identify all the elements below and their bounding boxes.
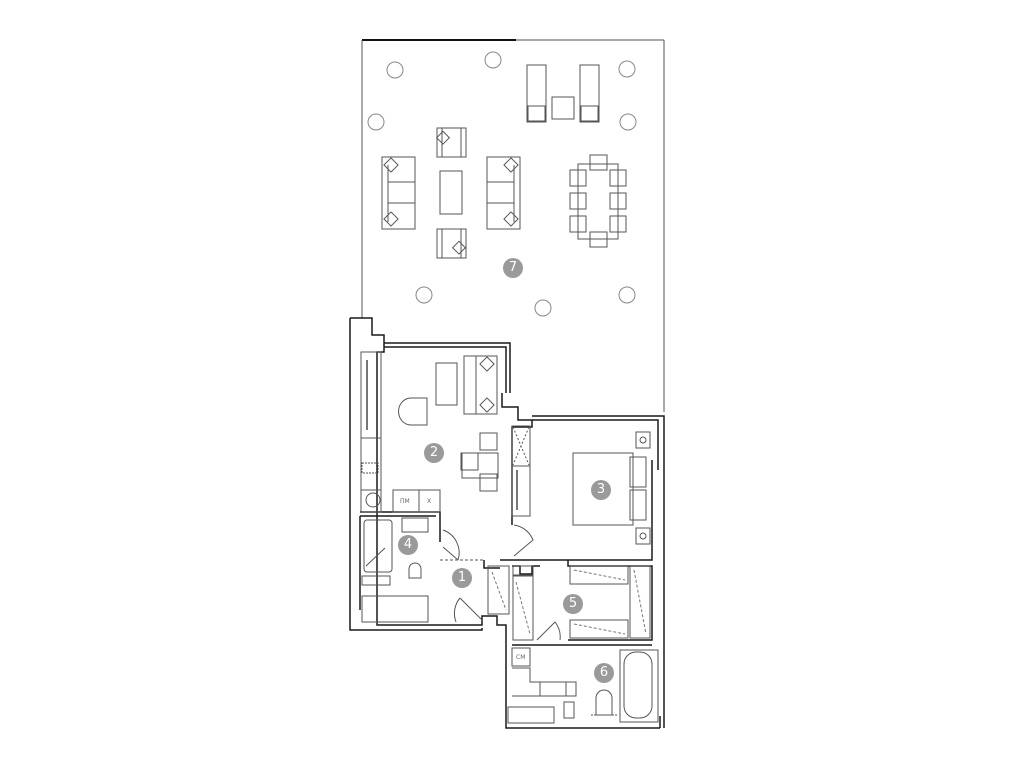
- dishwasher-label: ПМ: [400, 498, 410, 505]
- armchair-icon: [435, 127, 467, 158]
- apartment-walls: [349, 317, 665, 729]
- dining-table-icon: [569, 154, 627, 248]
- wardrobes: [440, 524, 651, 641]
- room-marker-2: 2: [424, 443, 444, 463]
- washer-label: СМ: [516, 654, 526, 661]
- terrace: [361, 39, 665, 412]
- armchair-icon: [436, 228, 467, 259]
- sun-loungers-icon: [526, 64, 600, 123]
- sofa-icon: [486, 156, 521, 230]
- sofa-icon: [381, 156, 416, 230]
- room-marker-4: 4: [398, 535, 418, 555]
- coffee-table-icon: [439, 170, 463, 215]
- room-marker-7: 7: [503, 258, 523, 278]
- fridge-label: Х: [427, 498, 432, 505]
- bathroom-1: [361, 517, 429, 623]
- bathroom-2: [507, 647, 659, 724]
- tree-icons: [367, 51, 637, 317]
- room-marker-1: 1: [452, 568, 472, 588]
- living-furniture: [398, 355, 531, 517]
- kitchen: [360, 351, 441, 513]
- bedroom: [572, 431, 651, 545]
- room-marker-6: 6: [594, 663, 614, 683]
- room-marker-5: 5: [563, 594, 583, 614]
- room-marker-3: 3: [591, 480, 611, 500]
